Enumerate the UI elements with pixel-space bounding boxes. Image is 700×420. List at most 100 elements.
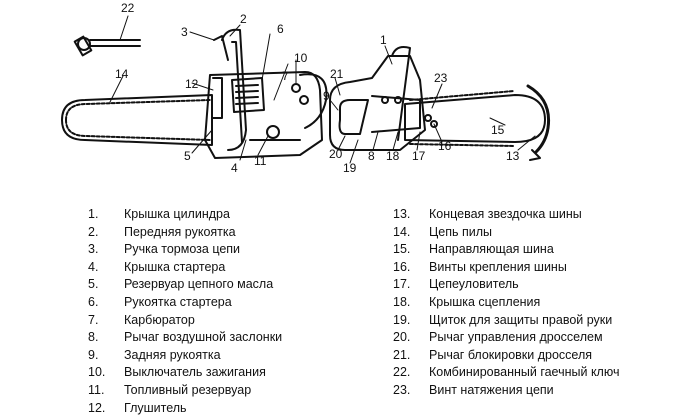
callout-15: 15 <box>491 123 505 137</box>
legend-item-number: 1. <box>88 207 99 221</box>
legend-item-text: Передняя рукоятка <box>124 224 236 239</box>
callout-2: 2 <box>240 12 247 26</box>
legend-left-column: 1. Крышка цилиндра 2. Передняя рукоятка 3. Ру… <box>88 206 282 417</box>
legend-item-text: Крышка сцепления <box>429 294 541 309</box>
legend-item: 20. Рычаг управления дросселем <box>393 329 619 347</box>
legend-item-number: 16. <box>393 259 411 274</box>
legend-item-number: 9. <box>88 347 99 362</box>
legend-item-number: 14. <box>393 224 411 239</box>
legend-item-number: 7. <box>88 312 99 327</box>
legend-item-text: Рукоятка стартера <box>124 294 232 309</box>
callout-1: 1 <box>380 33 387 47</box>
legend-item: 19. Щиток для защиты правой руки <box>393 312 619 330</box>
callout-6: 6 <box>277 22 284 36</box>
legend-item-number: 2. <box>88 224 99 239</box>
callout-20: 20 <box>329 147 343 161</box>
callout-10: 10 <box>294 51 308 65</box>
saw-left-drawing <box>61 28 328 159</box>
legend-item-number: 13. <box>393 207 411 221</box>
wrench-drawing <box>73 35 141 57</box>
legend-item-number: 8. <box>88 330 99 345</box>
legend-item-text: Винты крепления шины <box>429 259 567 274</box>
legend-item-number: 11. <box>88 382 105 397</box>
legend-item: 2. Передняя рукоятка <box>88 224 282 242</box>
legend-item-number: 23. <box>393 382 411 397</box>
callout-17: 17 <box>412 149 426 163</box>
callout-13: 13 <box>506 149 520 163</box>
legend-item-number: 18. <box>393 294 411 309</box>
legend-item-text: Топливный резервуар <box>124 382 252 397</box>
legend-item-number: 20. <box>393 330 411 345</box>
legend-item-number: 3. <box>88 242 99 257</box>
legend-item: 14. Цепь пилы <box>393 224 619 242</box>
legend-item-text: Винт натяжения цепи <box>429 382 554 397</box>
callout-3: 3 <box>181 25 188 39</box>
legend-item-text: Ручка тормоза цепи <box>124 242 241 257</box>
legend-item-number: 5. <box>88 277 99 292</box>
callout-18: 18 <box>386 149 400 163</box>
leader-lines <box>109 15 536 164</box>
legend-item-number: 15. <box>393 242 411 257</box>
legend-item-number: 6. <box>88 294 99 309</box>
callout-14: 14 <box>115 67 129 81</box>
legend-item: 6. Рукоятка стартера <box>88 294 282 312</box>
legend-item-text: Карбюратор <box>124 312 195 327</box>
legend-item-text: Крышка стартера <box>124 259 226 274</box>
callout-9: 9 <box>323 89 330 103</box>
legend-item-text: Рычаг блокировки дросселя <box>429 347 593 362</box>
legend-item-number: 21. <box>393 347 411 362</box>
legend-item: 15. Направляющая шина <box>393 241 619 259</box>
legend-item-text: Концевая звездочка шины <box>429 207 582 221</box>
legend-item: 12. Глушитель <box>88 400 282 418</box>
callout-labels: 22 3 2 6 10 7 12 14 5 4 11 1 21 9 20 19 … <box>115 1 520 175</box>
callout-12: 12 <box>185 77 199 91</box>
legend-item-number: 19. <box>393 312 411 327</box>
legend-item: 7. Карбюратор <box>88 312 282 330</box>
legend-item-text: Глушитель <box>124 400 187 415</box>
callout-21: 21 <box>330 67 344 81</box>
legend-item: 10. Выключатель зажигания <box>88 364 282 382</box>
legend-item: 17. Цепеуловитель <box>393 276 619 294</box>
legend-item-text: Цепь пилы <box>429 224 492 239</box>
legend-item-number: 17. <box>393 277 411 292</box>
legend-item: 1. Крышка цилиндра <box>88 206 282 224</box>
legend-item-text: Цепеуловитель <box>429 277 519 292</box>
legend-item-text: Задняя рукоятка <box>124 347 221 362</box>
legend-item: 8. Рычаг воздушной заслонки <box>88 329 282 347</box>
legend-item-text: Рычаг управления дросселем <box>429 330 603 345</box>
callout-4: 4 <box>231 161 238 175</box>
legend-item: 13. Концевая звездочка шины <box>393 206 619 224</box>
callout-22: 22 <box>121 1 135 15</box>
legend-item-text: Резервуар цепного масла <box>124 277 274 292</box>
callout-7: 7 <box>282 69 289 83</box>
callout-16: 16 <box>438 139 452 153</box>
legend-item-text: Направляющая шина <box>429 242 554 257</box>
callout-11: 11 <box>254 154 267 168</box>
callout-5: 5 <box>184 149 191 163</box>
legend-item-text: Щиток для защиты правой руки <box>429 312 613 327</box>
callout-23: 23 <box>434 71 448 85</box>
callout-19: 19 <box>343 161 357 175</box>
legend-item-number: 12. <box>88 400 106 415</box>
legend-item: 16. Винты крепления шины <box>393 259 619 277</box>
legend-item-text: Крышка цилиндра <box>124 207 230 221</box>
legend-item-text: Рычаг воздушной заслонки <box>124 330 283 345</box>
legend-item: 11. Топливный резервуар <box>88 382 282 400</box>
legend-item: 9. Задняя рукоятка <box>88 347 282 365</box>
legend-item: 22. Комбинированный гаечный ключ <box>393 364 619 382</box>
saw-right-drawing <box>329 46 551 161</box>
chainsaw-diagram: 22 3 2 6 10 7 12 14 5 4 11 1 21 9 20 19 … <box>61 1 551 175</box>
legend-item-text: Выключатель зажигания <box>124 365 266 380</box>
legend-item: 3. Ручка тормоза цепи <box>88 241 282 259</box>
legend-item-number: 10. <box>88 365 106 380</box>
legend-item: 5. Резервуар цепного масла <box>88 276 282 294</box>
legend-item: 18. Крышка сцепления <box>393 294 619 312</box>
legend-item-text: Комбинированный гаечный ключ <box>429 365 620 380</box>
legend-right-column: 13. Концевая звездочка шины 14. Цепь пилы 15… <box>393 206 619 400</box>
legend-item-number: 4. <box>88 259 99 274</box>
legend-item-number: 22. <box>393 365 411 380</box>
legend-item: 4. Крышка стартера <box>88 259 282 277</box>
callout-8: 8 <box>368 149 375 163</box>
legend-item: 23. Винт натяжения цепи <box>393 382 619 400</box>
legend-item: 21. Рычаг блокировки дросселя <box>393 347 619 365</box>
